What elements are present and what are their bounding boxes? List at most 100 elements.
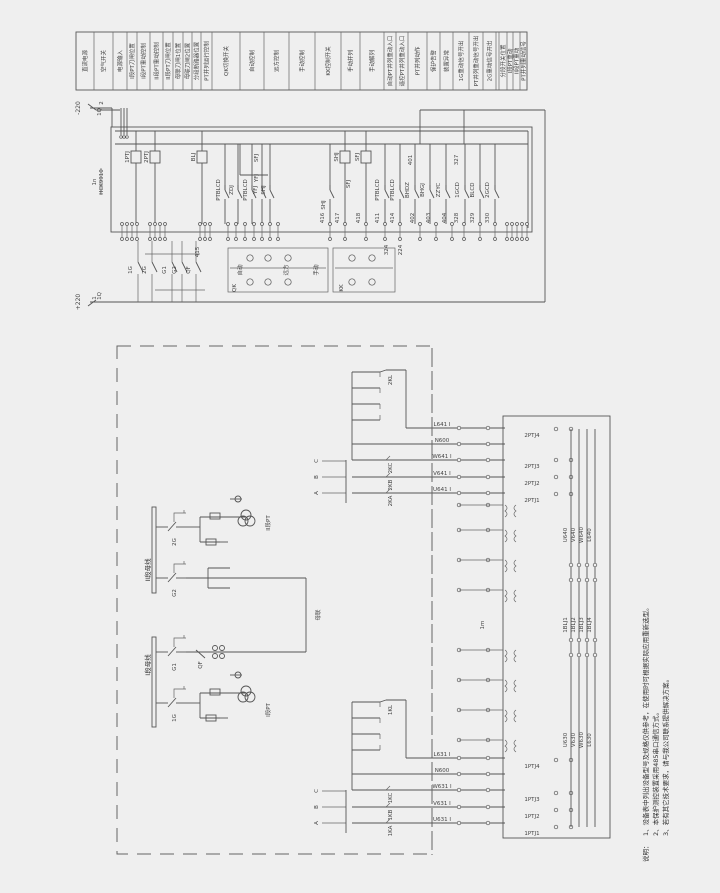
terminal <box>520 222 524 226</box>
terminal <box>198 222 202 226</box>
wire <box>269 185 275 204</box>
terminal <box>525 222 529 226</box>
label: 2 <box>99 101 105 105</box>
selector-contact <box>246 254 254 262</box>
wire <box>385 455 391 461</box>
label: ZZYC <box>436 183 442 198</box>
relay-coil <box>149 150 161 164</box>
label: II段PT <box>264 515 272 531</box>
terminal <box>485 804 491 810</box>
label: G1 <box>172 663 178 671</box>
label: L640 <box>587 528 593 542</box>
wire <box>445 185 451 204</box>
terminal <box>125 135 129 139</box>
pt-transformer <box>240 509 252 521</box>
wire <box>224 185 230 204</box>
wire <box>385 785 391 791</box>
terminal <box>226 237 230 241</box>
label: 1KL <box>388 704 394 715</box>
terminal <box>456 787 462 793</box>
device-frame <box>110 126 533 233</box>
selector-contact <box>348 278 356 286</box>
terminal <box>398 222 402 226</box>
terminal <box>260 237 264 241</box>
label: SHJ <box>321 200 327 210</box>
qk-selector <box>227 247 329 293</box>
terminal <box>434 237 438 241</box>
wire <box>399 185 405 204</box>
pt-transformer <box>244 691 256 703</box>
terminal <box>576 637 582 643</box>
label: 手动控制 <box>298 50 306 73</box>
terminal <box>243 222 247 226</box>
kk-selector <box>332 247 396 293</box>
label: BLJ <box>191 152 197 161</box>
terminal <box>203 222 207 226</box>
label: 418 <box>356 212 362 223</box>
terminal <box>553 790 559 796</box>
label: 1G <box>172 714 178 722</box>
label: 1PTJ1 <box>524 831 539 837</box>
terminal <box>505 222 509 226</box>
selector-contact <box>246 278 254 286</box>
terminal <box>576 577 582 583</box>
terminal <box>383 237 387 241</box>
terminal <box>584 652 590 658</box>
terminal <box>520 237 524 241</box>
label: 1BLJ4 <box>587 617 593 633</box>
wire <box>504 559 517 573</box>
terminal <box>383 222 387 226</box>
terminal <box>553 426 559 432</box>
label: 1PTJ2 <box>524 814 539 820</box>
pt-transformer <box>244 515 256 527</box>
label: -220 <box>75 101 82 115</box>
label: 手动解列 <box>368 50 376 73</box>
label: 2PTJ4 <box>524 433 540 439</box>
terminal <box>268 237 272 241</box>
label: U641 I <box>433 487 451 493</box>
label: 2PTJ3 <box>524 464 540 470</box>
label: L631 I <box>434 752 451 758</box>
terminal <box>450 222 454 226</box>
terminal <box>153 222 157 226</box>
label: 2PTJ <box>144 151 150 163</box>
label: C <box>314 459 320 463</box>
label: 402 <box>410 213 416 224</box>
label: I段PT刀闸位置 <box>128 43 136 79</box>
terminal <box>276 237 280 241</box>
label: 1KC <box>388 793 394 804</box>
terminal <box>125 237 129 241</box>
wire <box>479 185 485 204</box>
label: 分段断路器位置 <box>193 41 201 80</box>
label: 1KA <box>388 825 394 836</box>
label: 417 <box>335 212 341 223</box>
selector-contact <box>284 254 292 262</box>
selector-contact <box>264 278 272 286</box>
wire <box>464 185 470 204</box>
wire <box>504 504 517 518</box>
wire <box>87 103 97 111</box>
label: 411 <box>375 213 381 224</box>
terminal <box>208 222 212 226</box>
label: V630 <box>571 732 577 747</box>
wire <box>167 697 177 708</box>
label: U630 <box>563 732 569 747</box>
label: PTBLCD <box>390 179 396 201</box>
wire <box>494 185 500 204</box>
label: 空气开关 <box>100 50 108 73</box>
terminal <box>268 222 272 226</box>
label: A <box>314 821 320 825</box>
label: 装置异常 <box>443 50 451 73</box>
terminal <box>252 237 256 241</box>
label: 1BLJ1 <box>563 617 569 632</box>
terminal <box>462 222 466 226</box>
label: QK <box>232 284 238 292</box>
label: 403 <box>426 212 432 223</box>
label: 分段开关位置 <box>499 44 507 78</box>
label: N600 <box>435 768 450 774</box>
wire <box>504 739 517 753</box>
terminal <box>485 457 491 463</box>
terminal <box>456 457 462 463</box>
terminal <box>343 237 347 241</box>
terminal <box>592 577 598 583</box>
